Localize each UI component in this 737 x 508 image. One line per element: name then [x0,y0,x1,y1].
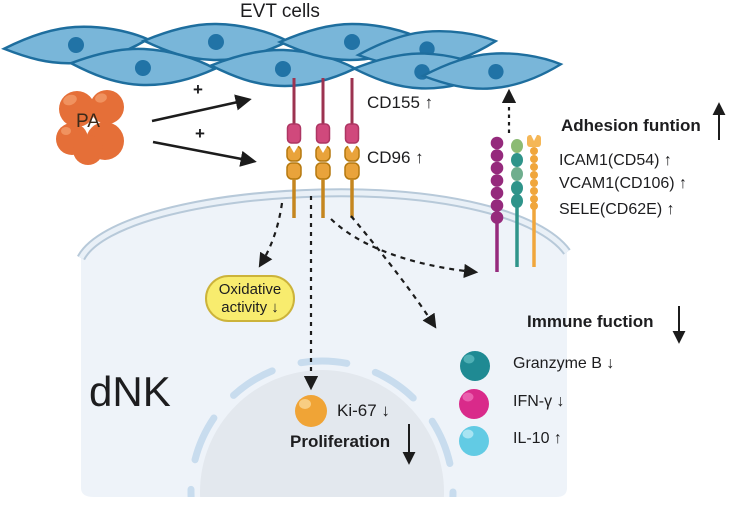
dashed-arrow-to-oxidative [258,202,284,268]
adhesion-heading: Adhesion funtion [561,116,701,135]
plus-sign-top: + [193,80,203,99]
nuclear-envelope-dashes [187,357,457,497]
evt-cell [1,22,151,68]
icam1-label: ICAM1(CD54) ↑ [559,152,672,169]
icam1-bead-chain-icon [490,136,504,272]
oxidative-line1: Oxidative [218,281,282,298]
evt-cell [209,46,357,90]
evt-cell [278,22,426,62]
evt-cells-title: EVT cells [240,1,320,22]
vcam1-bead-chain-icon [511,139,523,267]
proliferation-label: Proliferation [290,432,391,451]
oxidative-line2: activity ↓ [221,299,279,316]
cd96-label: CD96 ↑ [367,148,424,167]
dashed-arrow-to-immune [350,215,437,329]
il10-dot-icon [459,426,489,456]
ifn-gamma-dot-icon [459,389,489,419]
oxidative-bubble-text: Oxidative activity ↓ [206,281,294,317]
evt-cell [420,47,564,95]
evt-cell [68,44,218,90]
dnk-cell-label: dNK [89,368,171,415]
evt-cell [142,21,290,63]
immune-heading: Immune fuction [527,312,654,331]
ki67-dot-icon [295,395,327,427]
stimulation-arrow-bottom [152,140,257,167]
cd155-label: CD155 ↑ [367,93,434,112]
plus-sign-bottom: + [195,124,205,143]
sele-bead-chain-icon [527,134,541,267]
granzyme-b-dot-icon [460,351,490,381]
nucleus-shape [200,370,444,497]
il10-label: IL-10 ↑ [513,430,562,447]
stimulation-arrow-top [151,94,252,123]
pa-label: PA [76,111,100,132]
vcam1-label: VCAM1(CD106) ↑ [559,175,688,192]
ifn-gamma-label: IFN-γ ↓ [513,393,565,410]
sele-label: SELE(CD62E) ↑ [559,201,675,218]
oxidative-bubble-shape [205,275,295,322]
evt-cell-layer [1,21,564,95]
ki67-label: Ki-67 ↓ [337,401,390,420]
pa-cluster-icon [56,90,124,165]
dnk-cell-body [77,188,571,497]
signaling-arrows [258,196,479,391]
granzyme-b-label: Granzyme B ↓ [513,355,615,372]
